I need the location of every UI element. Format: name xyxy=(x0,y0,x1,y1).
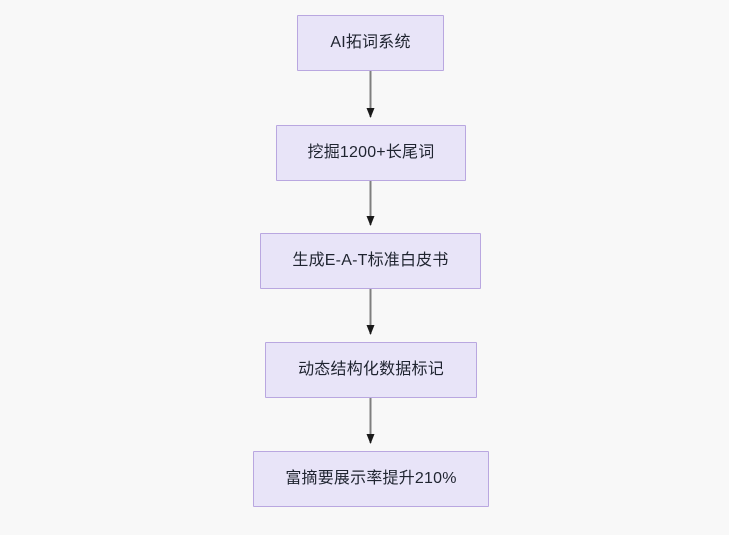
node-label: 挖掘1200+长尾词 xyxy=(307,144,435,162)
flowchart-node-dynamic-structured-data-markup[interactable]: 动态结构化数据标记 xyxy=(265,342,477,398)
node-label: 富摘要展示率提升210% xyxy=(285,470,457,488)
flowchart-node-generate-eat-whitepaper[interactable]: 生成E-A-T标准白皮书 xyxy=(260,233,481,289)
node-label: AI拓词系统 xyxy=(330,34,411,52)
flowchart-node-rich-snippet-impression-uplift[interactable]: 富摘要展示率提升210% xyxy=(253,451,489,507)
node-label: 生成E-A-T标准白皮书 xyxy=(292,252,449,270)
node-label: 动态结构化数据标记 xyxy=(298,361,444,379)
flowchart-node-mine-longtail-keywords[interactable]: 挖掘1200+长尾词 xyxy=(276,125,466,181)
flowchart-node-ai-keyword-system[interactable]: AI拓词系统 xyxy=(297,15,444,71)
